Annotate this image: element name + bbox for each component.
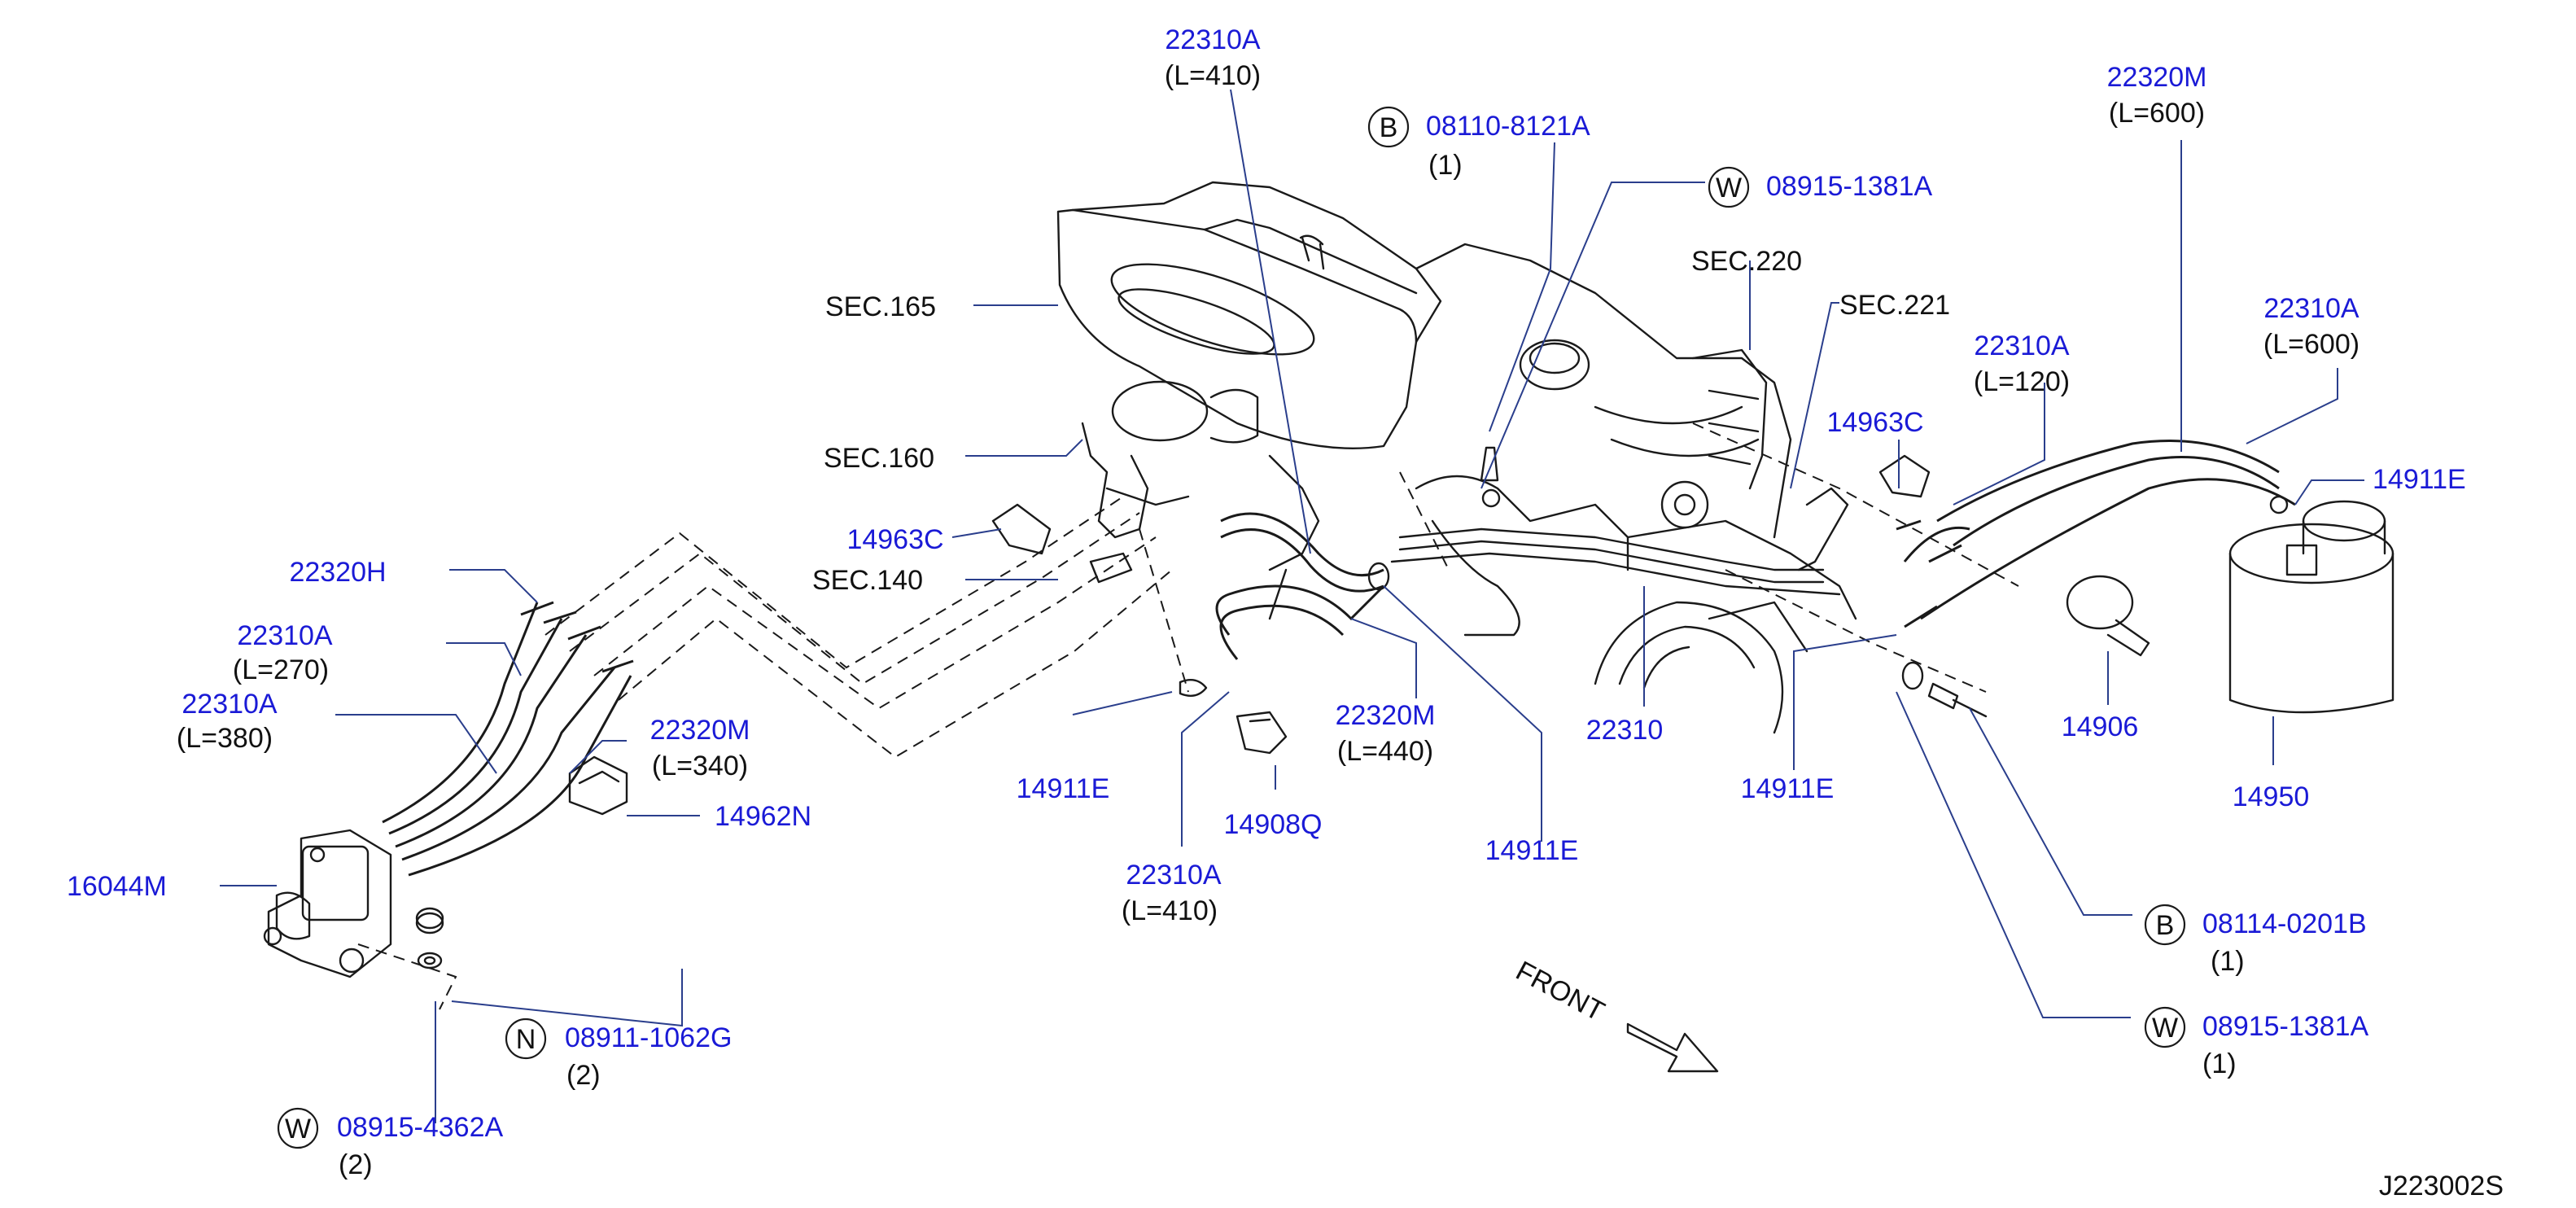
callout-part: 22310A xyxy=(1165,24,1261,55)
diagram-code: J223002S xyxy=(2379,1171,2504,1201)
callout-part: 22310 xyxy=(1586,715,1664,746)
valve-16044m xyxy=(263,829,392,978)
callout-qty: (1) xyxy=(2202,1048,2237,1079)
clip-14962n xyxy=(568,755,628,816)
callout-part: 22320H xyxy=(289,557,386,588)
left-hose-bundle xyxy=(382,601,634,877)
callout-letter: W xyxy=(2152,1013,2178,1044)
engine-assembly xyxy=(1056,181,1857,734)
callout-qty: (1) xyxy=(1428,150,1463,181)
callout-part: 08915-1381A xyxy=(1766,171,1933,202)
nut-washer xyxy=(415,907,444,969)
canister-14950 xyxy=(2228,495,2394,714)
callout-part: 14911E xyxy=(1741,773,1835,804)
letter-circle xyxy=(1367,106,1410,148)
callout-part: 22310A xyxy=(1974,330,2070,361)
callout-qty: (1) xyxy=(2211,946,2245,977)
section-label: SEC.165 xyxy=(825,291,936,322)
callout-qty: (L=340) xyxy=(652,751,748,781)
callout-part: 14911E xyxy=(2373,464,2466,495)
callout-part: 22310A xyxy=(2263,293,2360,324)
callout-part: 14963C xyxy=(846,524,943,555)
callout-qty: (L=600) xyxy=(2263,329,2360,360)
callout-part: 14962N xyxy=(715,801,811,832)
callout-part: 08911-1062G xyxy=(565,1022,732,1053)
callout-letter: W xyxy=(285,1114,311,1145)
callout-qty: (2) xyxy=(339,1149,373,1180)
callout-part: 22320M xyxy=(1336,700,1436,731)
callout-qty: (L=380) xyxy=(177,723,273,754)
front-arrow xyxy=(1626,1022,1719,1073)
section-labels: SEC.165 SEC.160 SEC.140 SEC.220 SEC.221 xyxy=(812,246,1950,596)
section-label: SEC.220 xyxy=(1691,246,1802,277)
callout-part: 08915-4362A xyxy=(337,1112,504,1143)
callout-letter: W xyxy=(1716,173,1742,204)
section-label: SEC.160 xyxy=(824,443,934,474)
callout-part: 08114-0201B xyxy=(2202,908,2367,939)
callout-qty: (2) xyxy=(566,1060,601,1091)
callout-part: 14963C xyxy=(1826,407,1923,438)
callout-letter: B xyxy=(2156,910,2175,941)
callout-part: 14950 xyxy=(2233,781,2310,812)
callout-qty: (L=120) xyxy=(1974,366,2070,397)
bolt-washer-right xyxy=(1901,661,1988,718)
callout-qty: (L=600) xyxy=(2109,98,2205,129)
callout-qty: (L=440) xyxy=(1337,736,1433,767)
letter-circle xyxy=(505,1018,547,1060)
callout-part: 14911E xyxy=(1485,835,1579,866)
callout-letter: B xyxy=(1380,112,1398,143)
letter-circle xyxy=(2144,904,2186,946)
leader-lines xyxy=(220,89,2364,1123)
callout-part: 14911E xyxy=(1017,773,1110,804)
section-label: SEC.140 xyxy=(812,565,923,596)
callout-part: 14906 xyxy=(2062,711,2139,742)
callout-part: 08915-1381A xyxy=(2202,1011,2369,1042)
callout-qty: (L=410) xyxy=(1122,895,1218,926)
callout-qty: (L=410) xyxy=(1165,60,1261,91)
center-hoses xyxy=(1215,512,1390,660)
hose-routing-dashed xyxy=(357,422,2019,1010)
right-hoses xyxy=(1878,440,2296,628)
callout-part: 22320M xyxy=(2107,62,2207,93)
callout-part: 22310A xyxy=(182,689,278,720)
letter-circle xyxy=(2144,1006,2186,1048)
callout-part: 22310A xyxy=(237,620,333,651)
section-label: SEC.221 xyxy=(1839,290,1950,321)
letter-circle xyxy=(1708,166,1750,208)
callout-part: 22310A xyxy=(1126,860,1222,891)
clips-center xyxy=(991,446,1501,755)
callout-letter: N xyxy=(516,1024,536,1055)
callout-part: 08110-8121A xyxy=(1426,111,1590,142)
callout-part: 14908Q xyxy=(1224,809,1323,840)
callouts: 22310A (L=410) B 08110-8121A (1) W 08915… xyxy=(67,24,2466,1180)
callout-part: 22320M xyxy=(650,715,750,746)
front-label: FRONT xyxy=(1511,956,1609,1028)
callout-part: 16044M xyxy=(67,871,167,902)
clamp-14906 xyxy=(2066,575,2150,657)
letter-circle xyxy=(277,1107,319,1149)
callout-qty: (L=270) xyxy=(233,654,329,685)
